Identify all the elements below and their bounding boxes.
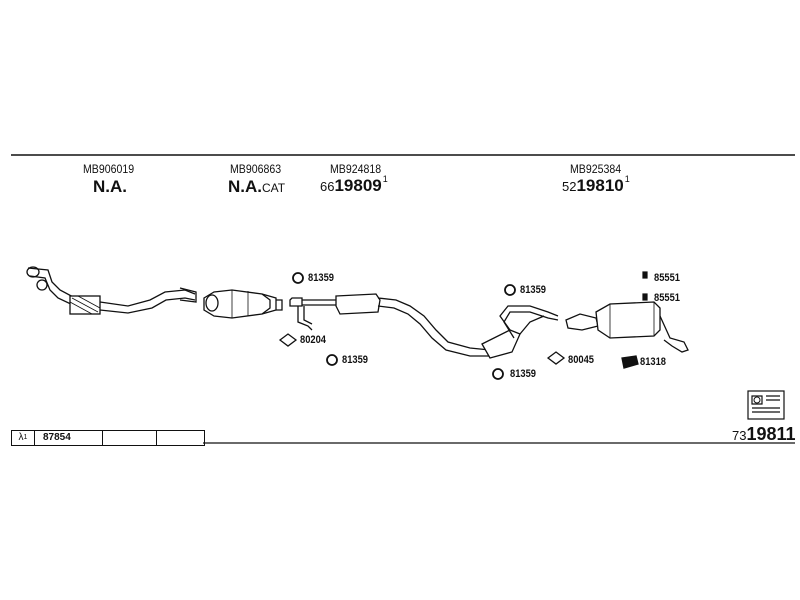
lambda-empty-cell-2: [157, 431, 204, 445]
label-81359-d: 81359: [510, 368, 537, 380]
rear-pipe-drawing: [481, 305, 559, 359]
bolt-icon: [292, 272, 516, 380]
part-number-3: MB924818: [330, 162, 382, 176]
assembly-main-3: 19809: [334, 176, 382, 195]
label-81359-b: 81359: [342, 354, 369, 366]
part-number-2: MB906863: [230, 162, 282, 176]
lambda-value-cell: 87854: [35, 431, 103, 445]
hanger-icon: [642, 271, 648, 301]
lambda-symbol-cell: λ1: [12, 431, 35, 445]
assembly-number-4: 52198101: [562, 174, 630, 196]
label-81359-c: 81359: [520, 284, 547, 296]
complete-assembly-main: 19811: [746, 424, 796, 444]
catalytic-converter-drawing: [203, 289, 283, 319]
clamp-icon: [621, 355, 639, 369]
part-code-1-text: N.A.: [93, 177, 127, 196]
assembly-prefix-4: 52: [562, 179, 577, 194]
part-code-2: N.A.CAT: [228, 177, 285, 197]
assembly-number-3: 66198091: [320, 174, 388, 196]
assembly-note-3: 1: [382, 174, 388, 184]
front-pipe-drawing: [26, 266, 197, 315]
part-code-1: N.A.: [93, 177, 127, 197]
part-code-2-text: N.A.: [228, 177, 262, 196]
label-81318: 81318: [640, 356, 667, 368]
lambda-empty-cell-1: [104, 431, 157, 445]
gasket-icon: [278, 333, 298, 347]
part-code-2-suffix: CAT: [262, 181, 286, 195]
label-80204: 80204: [300, 334, 327, 346]
lambda-symbol: λ: [18, 432, 24, 443]
lambda-sensor-table: λ1 87854: [11, 430, 205, 446]
label-85551-a: 85551: [654, 272, 681, 284]
part-number-1: MB906019: [83, 162, 135, 176]
lambda-value: 87854: [43, 432, 71, 443]
label-80045: 80045: [568, 354, 595, 366]
label-85551-b: 85551: [654, 292, 681, 304]
rear-silencer-drawing: [565, 301, 689, 353]
book-reference-icon: [747, 390, 785, 420]
assembly-prefix-3: 66: [320, 179, 335, 194]
assembly-note-4: 1: [624, 174, 630, 184]
lambda-note: 1: [23, 434, 28, 441]
part-number-4: MB925384: [570, 162, 622, 176]
gasket-icon: [546, 351, 566, 365]
label-81359-a: 81359: [308, 272, 335, 284]
assembly-main-4: 19810: [576, 176, 624, 195]
middle-silencer-drawing: [289, 293, 491, 357]
complete-assembly-number: 7319811: [732, 424, 796, 445]
complete-assembly-prefix: 73: [732, 428, 747, 443]
